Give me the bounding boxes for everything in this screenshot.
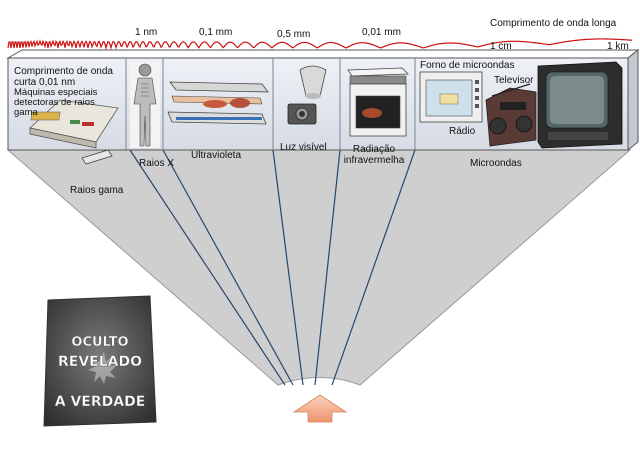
strip-side-face	[627, 48, 639, 152]
xray-person-icon	[130, 62, 160, 148]
band-label-ultraviolet: Ultravioleta	[191, 150, 242, 161]
tick-label-1km: 1 km	[607, 41, 629, 52]
short-wavelength-label: Comprimento de onda curta 0,01 nm	[14, 66, 113, 88]
watermark-line-2: REVELADO	[58, 354, 142, 370]
microwave-oven-icon	[419, 71, 483, 123]
camera-flash-icon	[287, 65, 327, 125]
wavelength-wave	[7, 38, 633, 51]
gamma-detector-icon	[29, 99, 119, 165]
radio-boombox-icon	[485, 83, 537, 147]
band-label-infrared: Radiação infravermelha	[343, 144, 405, 166]
tanning-bed-icon	[167, 81, 269, 125]
tick-label-1nm: 1 nm	[135, 27, 158, 38]
strip-dividers	[125, 58, 416, 150]
watermark-line-1: OCULTO	[71, 335, 128, 350]
television-icon	[537, 61, 623, 149]
tick-label-0-01mm: 0,01 mm	[362, 27, 401, 38]
band-label-visible: Luz visível	[280, 142, 327, 153]
tick-label-0-5mm: 0,5 mm	[277, 29, 311, 40]
radio-label: Rádio	[449, 126, 476, 137]
television-label: Televisor	[494, 75, 534, 86]
microwave-oven-label: Forno de microondas	[420, 60, 515, 71]
long-wavelength-label: Comprimento de onda longa	[490, 18, 617, 29]
gamma-detector-caption: Máquinas especiais detectoras de raios g…	[14, 87, 98, 118]
tick-label-1cm: 1 cm	[490, 41, 512, 52]
strip-top-face	[6, 49, 640, 59]
spectrum-fan	[6, 149, 632, 386]
watermark-line-3: A VERDADE	[55, 394, 146, 410]
watermark-logo: OCULTO REVELADO A VERDADE	[43, 295, 157, 427]
fan-divider-lines	[129, 149, 416, 386]
stove-icon	[347, 67, 409, 137]
band-label-microwaves: Microondas	[470, 158, 522, 169]
band-label-xray: Raios X	[139, 158, 175, 169]
source-arrow-icon	[292, 394, 348, 423]
band-label-gamma: Raios gama	[70, 185, 124, 196]
tick-label-0-1mm: 0,1 mm	[199, 27, 233, 38]
